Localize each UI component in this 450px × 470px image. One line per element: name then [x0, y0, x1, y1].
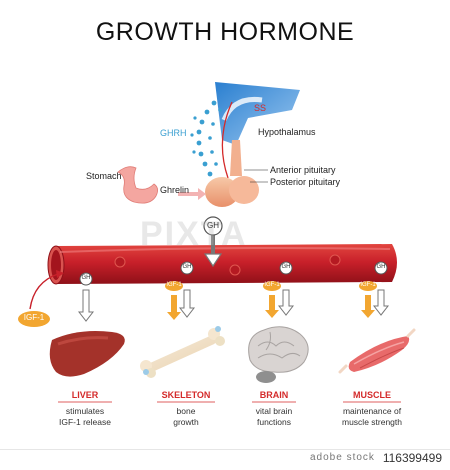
gh-main-badge [203, 216, 223, 236]
stomach-shape [117, 166, 158, 204]
brain-shape [248, 326, 309, 383]
igf-liver-label: IGF-1 [23, 313, 45, 322]
anterior-pituitary-label: Anterior pituitary [270, 165, 336, 175]
organ-desc-brain-2: functions [256, 417, 292, 427]
page-title: GROWTH HORMONE [95, 18, 355, 46]
gh-small-label: GH [281, 264, 291, 270]
organ-desc-muscle-2: muscle strength [342, 417, 402, 427]
ghrh-dots [190, 100, 222, 177]
ghrh-label: GHRH [160, 128, 187, 138]
ss-label: SS [254, 103, 267, 113]
organ-name-muscle: MUSCLE [353, 390, 391, 400]
blood-vessel [47, 244, 397, 285]
organ-name-liver: LIVER [71, 390, 99, 400]
gh-small-label: GH [376, 264, 386, 270]
gh-small-label: GH [182, 264, 192, 270]
stock-logo: adobe stock [310, 452, 375, 463]
igf-liver-badge [18, 311, 50, 327]
stomach-label: Stomach [86, 171, 122, 181]
organ-desc-skeleton-1: bone [176, 406, 196, 416]
igf-small-label: IGF-1 [360, 282, 376, 288]
organ-name-brain: BRAIN [259, 390, 289, 400]
igf-small-label: IGF-1 [166, 282, 182, 288]
gh-small-arrows [77, 289, 390, 322]
gh-main-arrow [203, 234, 223, 268]
hypothalamus-shape [215, 82, 300, 145]
organ-desc-brain-1: vital brain [255, 406, 293, 416]
igf-small-label: IGF-1 [264, 282, 280, 288]
stock-id: 116399499 [382, 451, 442, 465]
igf-arrows [167, 295, 375, 320]
ghrelin-arrow [178, 188, 206, 200]
muscle-shape [338, 328, 416, 374]
footer-bar [0, 449, 450, 470]
gh-small-badges [79, 261, 388, 286]
organ-name-skeleton: SKELETON [161, 390, 211, 400]
watermark-text: PIXTA [140, 215, 248, 253]
bone-shape [140, 326, 225, 378]
organ-desc-skeleton-2: growth [173, 417, 199, 427]
liver-shape [49, 331, 125, 377]
hypothalamus-label: Hypothalamus [258, 127, 316, 137]
ghrelin-label: Ghrelin [160, 185, 190, 195]
organ-desc-liver-1: stimulates [65, 406, 105, 416]
pituitary-gland [205, 140, 259, 207]
gh-small-label: GH [81, 275, 91, 281]
igf-feedback-arrow [29, 273, 59, 310]
igf-small-badges [165, 281, 377, 291]
gh-main-label: GH [207, 221, 219, 230]
ss-pathway [221, 101, 233, 179]
organ-desc-muscle-1: maintenance of [342, 406, 402, 416]
organ-desc-liver-2: IGF-1 release [59, 417, 111, 427]
posterior-pituitary-label: Posterior pituitary [270, 177, 341, 187]
